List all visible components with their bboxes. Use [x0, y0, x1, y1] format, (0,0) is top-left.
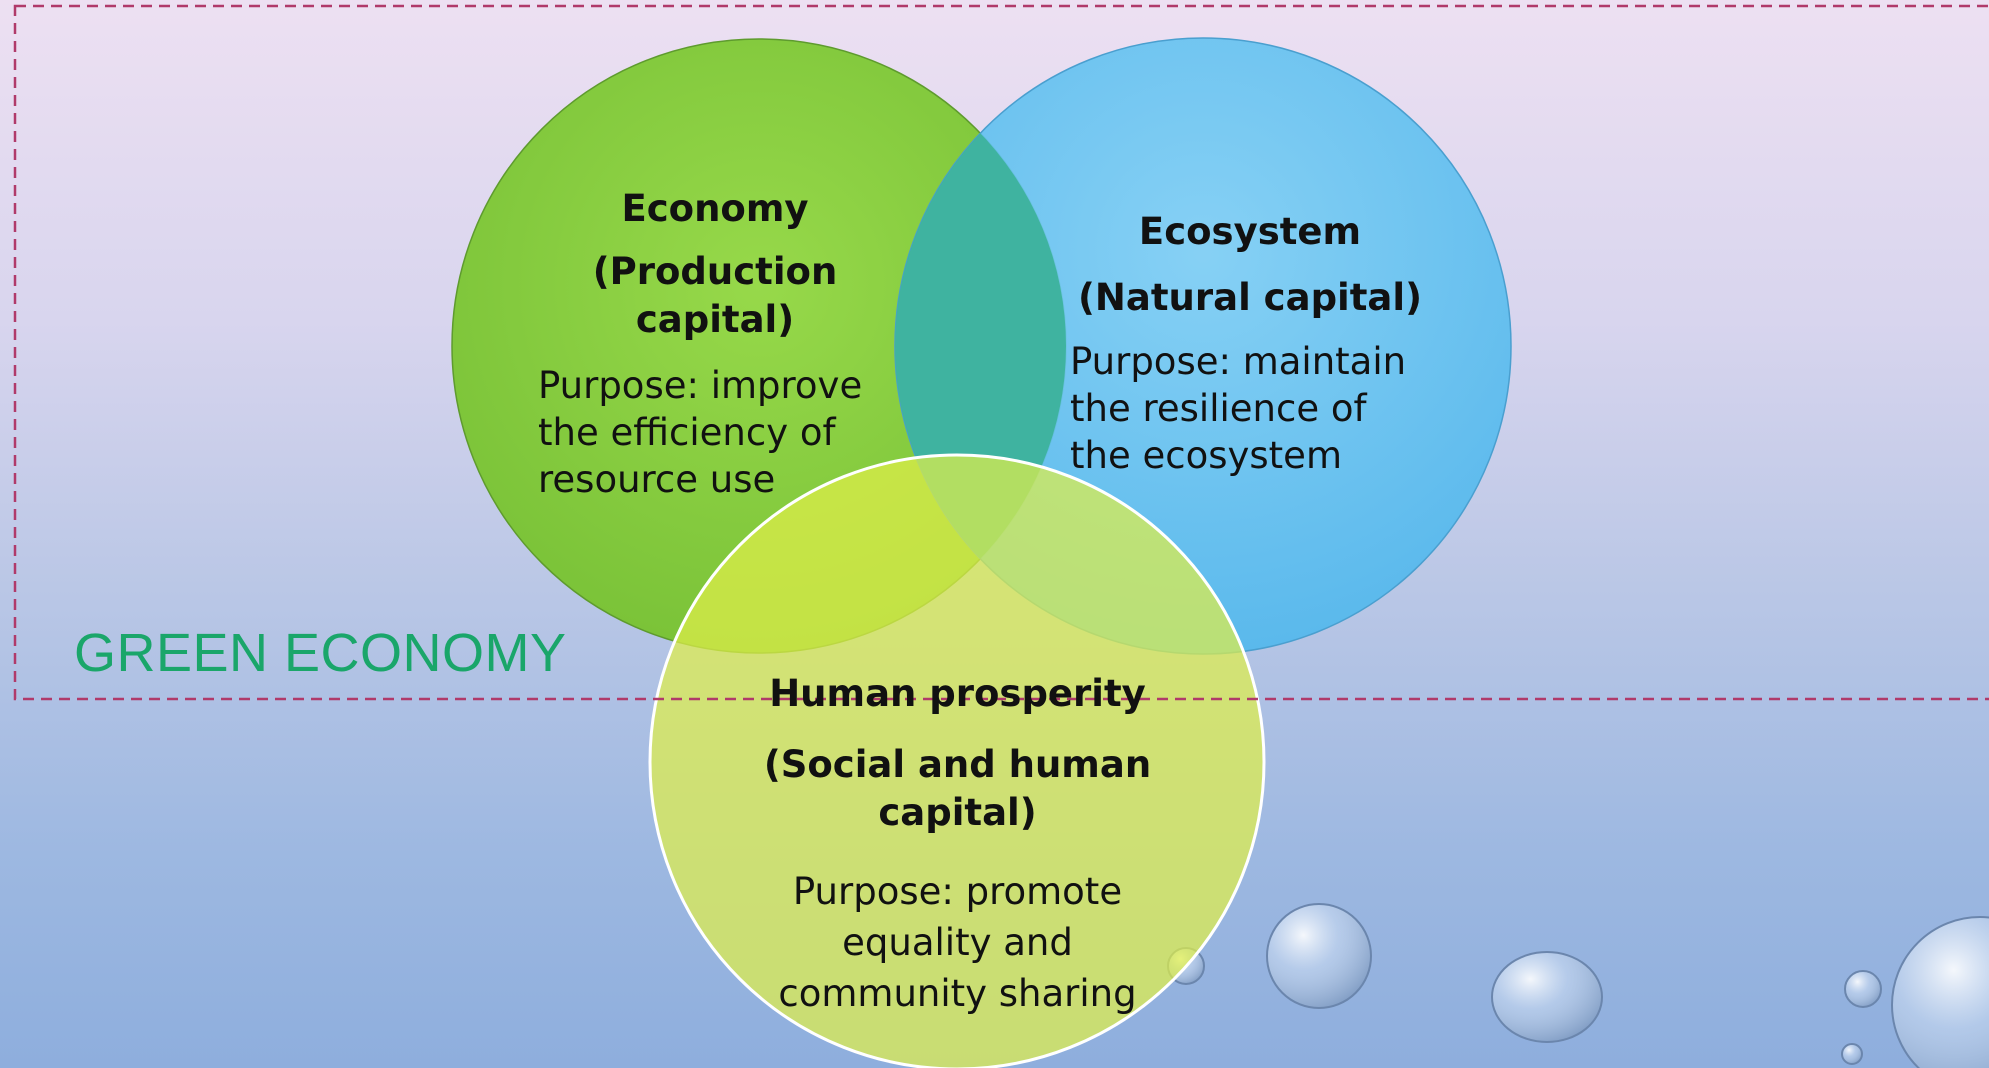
water-droplets: [1167, 903, 1989, 1068]
droplet: [1266, 903, 1372, 1009]
green-economy-label: GREEN ECONOMY: [74, 623, 567, 683]
ecosystem-purpose: Purpose: maintain the resilience of the …: [1070, 340, 1407, 477]
ecosystem-title: Ecosystem: [1138, 210, 1362, 253]
droplet: [1841, 1043, 1863, 1065]
economy-purpose: Purpose: improve the efficiency of resou…: [538, 364, 863, 501]
green-economy-frame: [13, 4, 1989, 701]
ecosystem-capital: (Natural capital): [1078, 276, 1422, 319]
human-prosperity-title: Human prosperity: [769, 672, 1146, 715]
droplet: [1844, 970, 1882, 1008]
economy-capital: (Production capital): [592, 250, 838, 342]
human-prosperity-circle: [648, 453, 1266, 1068]
droplet: [1891, 916, 1989, 1068]
human-prosperity-purpose: Purpose: promote equality and community …: [778, 870, 1137, 1015]
droplet: [1491, 951, 1603, 1043]
economy-title: Economy: [621, 187, 809, 230]
human-prosperity-capital: (Social and human capital): [763, 743, 1152, 835]
